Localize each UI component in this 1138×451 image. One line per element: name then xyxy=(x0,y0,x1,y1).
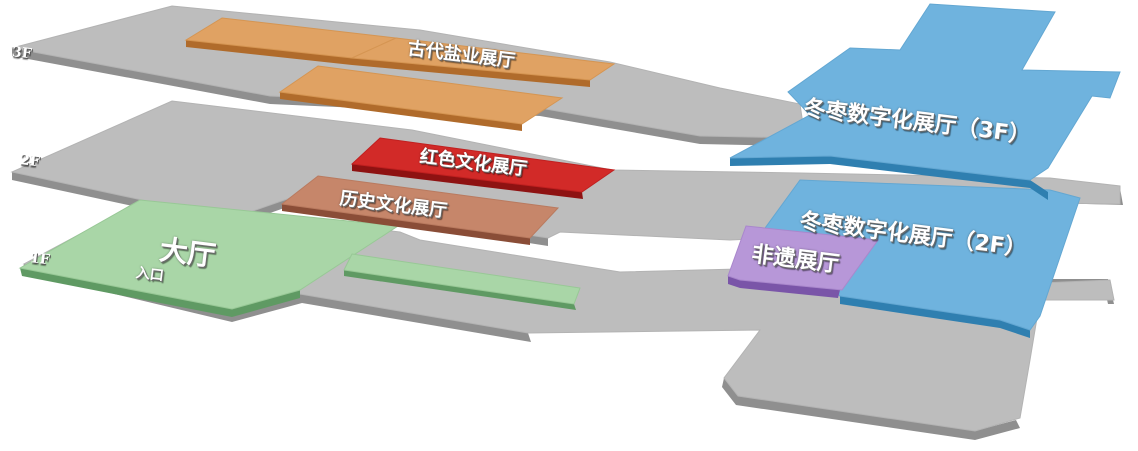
hall-dongzao-2f-shape xyxy=(759,179,1081,338)
entrance-label[interactable]: 入口 xyxy=(134,265,165,285)
hall-lobby-shape xyxy=(18,199,400,317)
hall-label-lobby[interactable]: 大厅 xyxy=(157,233,218,273)
hall-1f-strip-shape xyxy=(343,253,581,310)
hall-dongzao-3f-shape xyxy=(729,3,1121,200)
hall-intangible-heritage-shape xyxy=(727,225,879,298)
floor-tag-1f[interactable]: 1F xyxy=(29,250,51,269)
hall-ancient-salt-shape xyxy=(184,17,616,131)
floor-tag-2f[interactable]: 2F xyxy=(19,152,41,171)
hall-red-culture-shape xyxy=(350,137,616,199)
floor-tag-3f[interactable]: 3F xyxy=(11,44,33,63)
hall-history-culture-shape xyxy=(280,175,560,245)
